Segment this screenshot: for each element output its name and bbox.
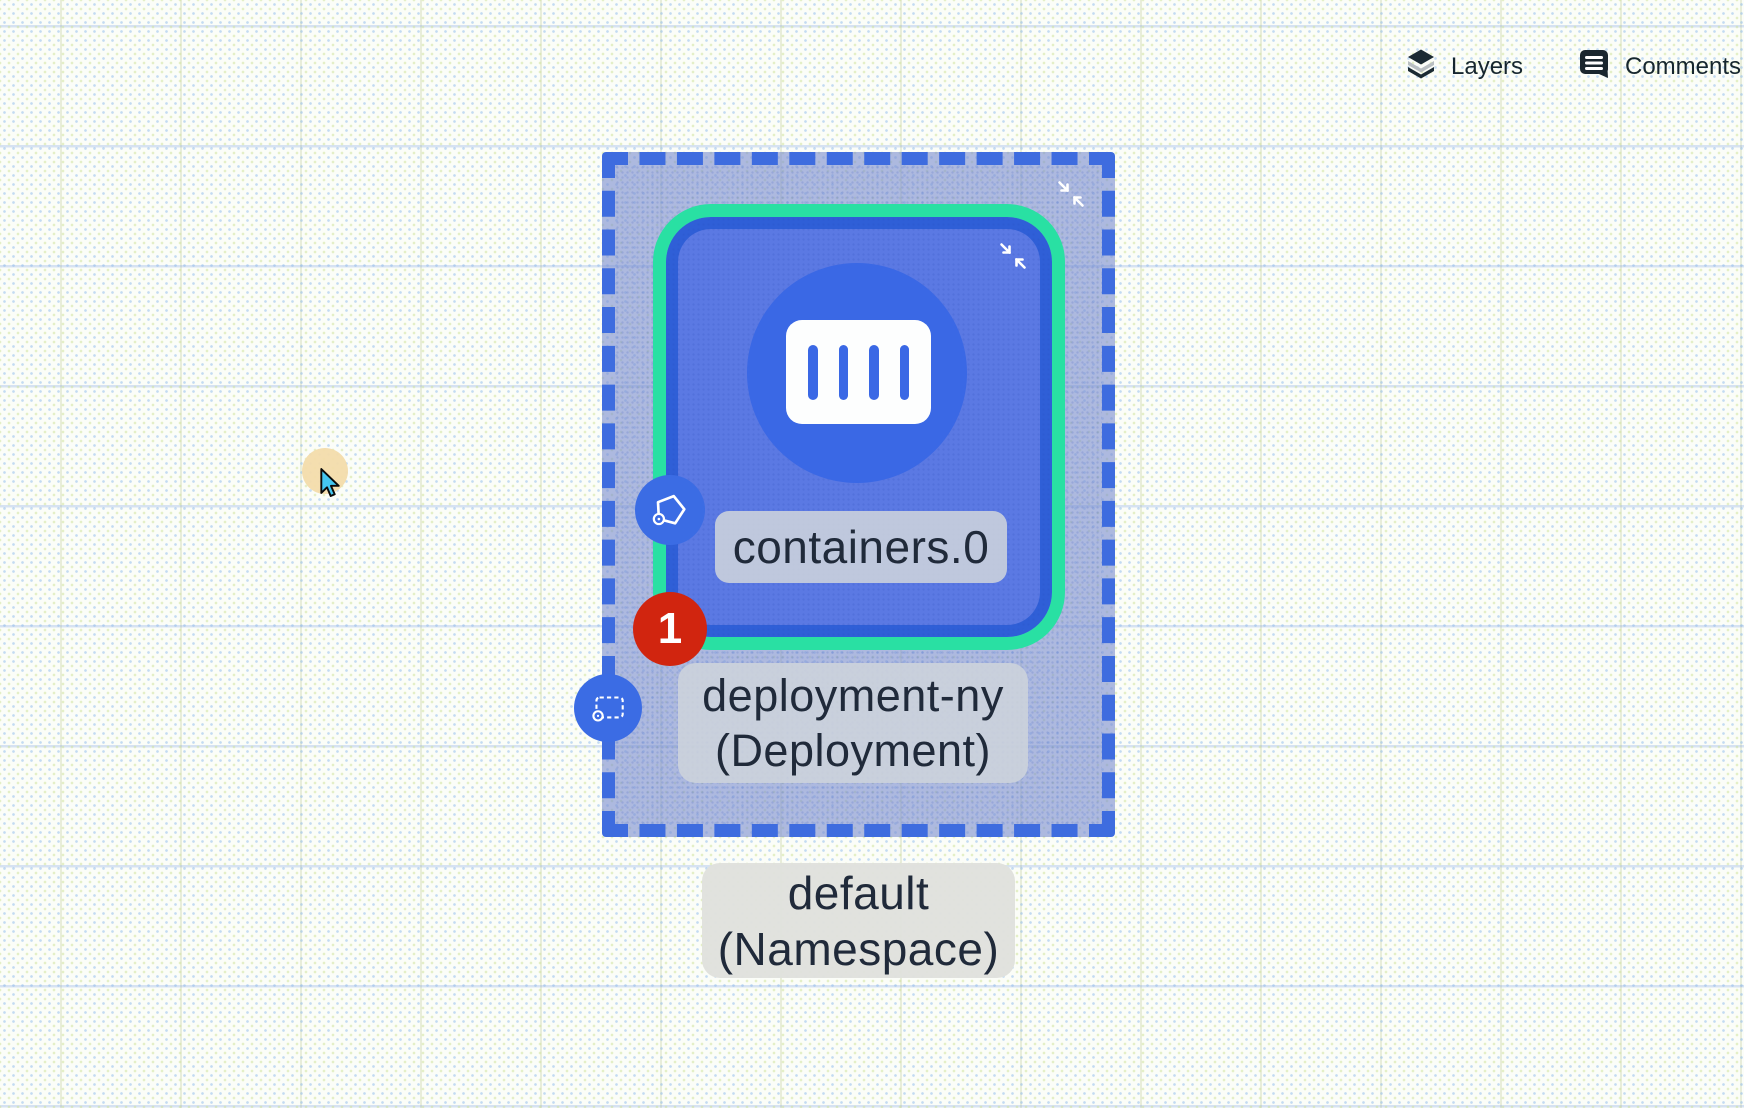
comments-button[interactable]: Comments — [1576, 46, 1741, 88]
collapse-arrows-icon — [1058, 181, 1084, 207]
layers-icon — [1404, 47, 1438, 88]
container-icon — [786, 320, 931, 424]
cursor-pointer-icon — [320, 468, 346, 507]
pod-type-badge[interactable] — [635, 475, 705, 545]
layers-label: Layers — [1451, 53, 1524, 80]
deployment-name: deployment-ny — [702, 670, 1004, 721]
namespace-collapse-button[interactable] — [1056, 179, 1086, 209]
namespace-kind: (Namespace) — [717, 922, 1000, 975]
namespace-label[interactable]: default (Namespace) — [702, 863, 1015, 978]
container-label[interactable]: containers.0 — [715, 511, 1007, 583]
namespace-name: default — [787, 866, 930, 919]
namespace-dashed-box-icon — [592, 696, 624, 722]
error-count-badge[interactable]: 1 — [633, 592, 707, 666]
pentagon-pod-icon — [652, 494, 686, 526]
comments-icon — [1576, 46, 1612, 89]
collapse-arrows-icon — [1000, 243, 1026, 269]
comments-label: Comments — [1625, 53, 1742, 80]
layers-button[interactable]: Layers — [1404, 46, 1523, 88]
deployment-kind: (Deployment) — [714, 725, 992, 776]
deployment-label[interactable]: deployment-ny (Deployment) — [678, 663, 1028, 783]
deployment-collapse-button[interactable] — [998, 241, 1028, 271]
namespace-type-badge[interactable] — [574, 674, 642, 742]
